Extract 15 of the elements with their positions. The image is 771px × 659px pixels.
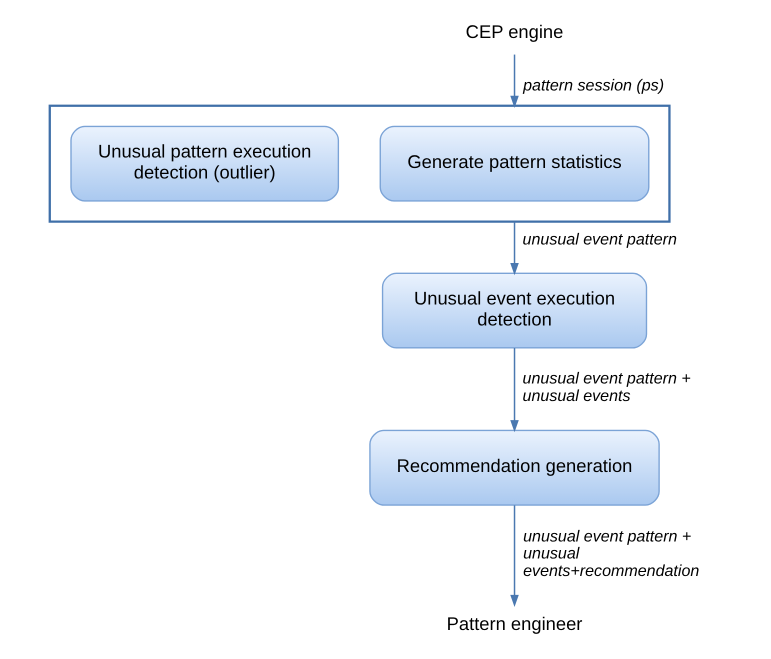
arrow (510, 54, 518, 108)
arrow (510, 505, 518, 608)
node-box: Unusual event execution detection (381, 272, 647, 349)
arrow (510, 222, 518, 276)
node-box: Recommendation generation (368, 430, 660, 506)
edge-label: pattern session (ps) (522, 76, 664, 94)
node-box: Unusual pattern execution detection (outlier) (70, 126, 339, 202)
arrow (510, 348, 518, 432)
edge-label: unusual event pattern + unusual events+recommendation (522, 527, 699, 580)
edge-label: unusual event pattern (522, 230, 676, 248)
cluster (48, 104, 670, 223)
node-text: Pattern engineer (446, 612, 582, 634)
edge-label: unusual event pattern + unusual events (522, 370, 690, 405)
node-box: Generate pattern statistics (379, 126, 649, 202)
node-text: CEP engine (465, 20, 563, 42)
